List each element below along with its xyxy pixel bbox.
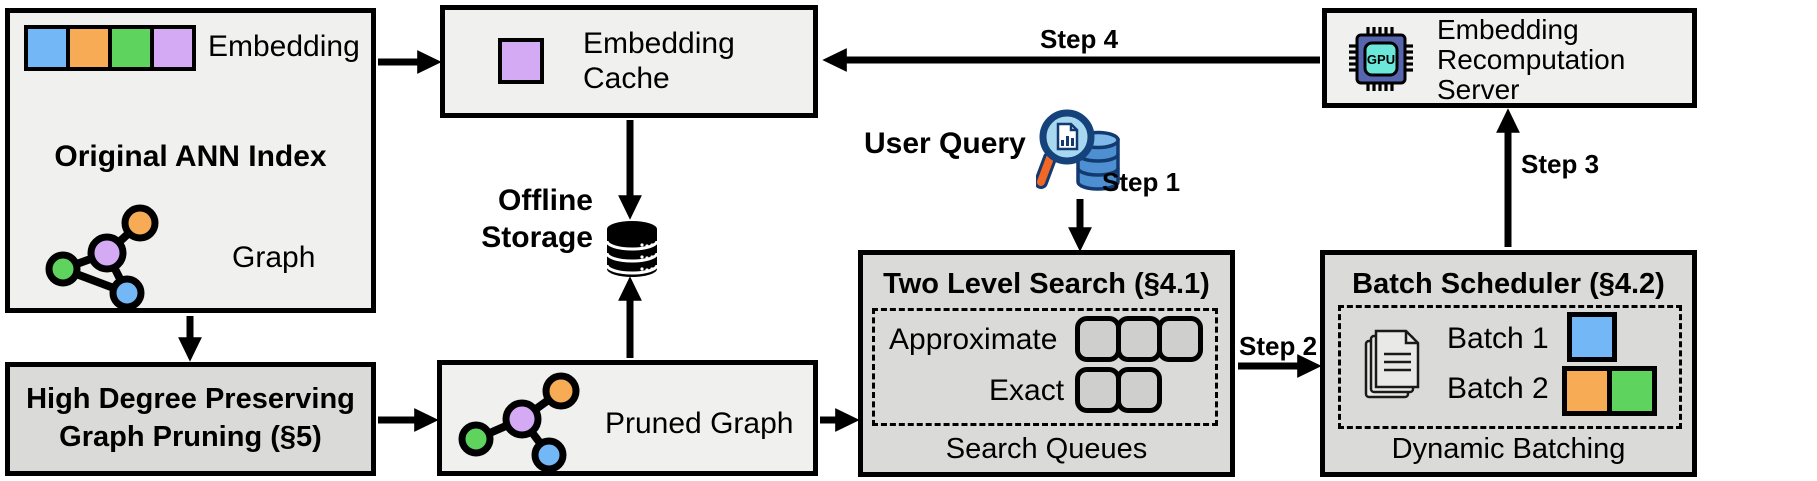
batch2-cell-green bbox=[1607, 366, 1657, 416]
original-ann-index-title: Original ANN Index bbox=[54, 140, 327, 173]
gpu-chip-icon: GPU bbox=[1349, 27, 1413, 91]
queue-cell bbox=[1157, 316, 1203, 362]
graph-label: Graph bbox=[232, 241, 316, 274]
graph-node-blue bbox=[109, 275, 145, 311]
step3-label: Step 3 bbox=[1521, 149, 1600, 179]
queue-cell bbox=[1075, 367, 1121, 413]
queue-cell bbox=[1116, 316, 1162, 362]
offline-storage-label: Offline Storage bbox=[438, 183, 593, 256]
embedding-vector-icon bbox=[24, 25, 196, 71]
batch-scheduler-title: Batch Scheduler (§4.2) bbox=[1352, 268, 1665, 300]
graph-pruning-line2: Graph Pruning (§5) bbox=[59, 421, 322, 453]
recomputation-server-box: GPU Embedding Recomputation Server bbox=[1322, 8, 1697, 108]
offline-storage-line1: Offline bbox=[498, 184, 593, 217]
graph-pruning-title: High Degree Preserving Graph Pruning (§5… bbox=[10, 381, 371, 456]
recomputation-server-title: Embedding Recomputation Server bbox=[1437, 14, 1626, 106]
user-query-icon bbox=[1036, 109, 1120, 191]
batch2-squares bbox=[1562, 366, 1657, 416]
original-ann-index-box: Embedding Original ANN Index Graph bbox=[5, 8, 376, 313]
batch1-squares bbox=[1567, 312, 1617, 362]
graph-node-green bbox=[458, 421, 494, 457]
original-graph-icon bbox=[45, 204, 159, 311]
graph-pruning-box: High Degree Preserving Graph Pruning (§5… bbox=[5, 362, 376, 476]
exact-queue-cells bbox=[1075, 367, 1162, 413]
pruned-graph-label: Pruned Graph bbox=[605, 407, 794, 440]
graph-node-blue bbox=[531, 437, 567, 473]
embedding-cell-blue bbox=[24, 25, 70, 71]
user-query-label: User Query bbox=[864, 127, 1026, 160]
embedding-cell-green bbox=[108, 25, 154, 71]
graph-node-purple bbox=[502, 399, 542, 439]
graph-pruning-line1: High Degree Preserving bbox=[26, 383, 355, 416]
step1-label: Step 1 bbox=[1102, 167, 1181, 197]
embedding-cache-title: Embedding Cache bbox=[583, 27, 735, 96]
approximate-queue-cells bbox=[1075, 316, 1203, 362]
embedding-cache-box: Embedding Cache bbox=[440, 5, 818, 118]
batch1-cell-blue bbox=[1567, 312, 1617, 362]
queue-cell bbox=[1075, 316, 1121, 362]
offline-storage-database-icon bbox=[606, 221, 658, 277]
embedding-label: Embedding bbox=[208, 30, 360, 63]
two-level-search-box: Two Level Search (§4.1) Approximate Exac… bbox=[858, 250, 1235, 477]
embedding-cell-orange bbox=[66, 25, 112, 71]
graph-node-orange bbox=[121, 204, 159, 242]
queue-cell bbox=[1116, 367, 1162, 413]
batch1-label: Batch 1 bbox=[1447, 322, 1549, 355]
documents-icon bbox=[1364, 329, 1420, 399]
approximate-queue-label: Approximate bbox=[889, 323, 1058, 356]
dynamic-batching-dashed-area bbox=[1338, 305, 1682, 429]
pruned-graph-icon bbox=[458, 372, 580, 473]
cached-embedding-icon bbox=[498, 38, 544, 84]
batch2-cell-orange bbox=[1562, 366, 1612, 416]
dynamic-batching-caption: Dynamic Batching bbox=[1391, 433, 1626, 465]
graph-node-purple bbox=[87, 233, 127, 273]
batch2-label: Batch 2 bbox=[1447, 372, 1549, 405]
step2-label: Step 2 bbox=[1239, 331, 1318, 361]
embedding-cell-purple bbox=[150, 25, 196, 71]
graph-node-green bbox=[45, 251, 81, 287]
exact-queue-label: Exact bbox=[989, 374, 1065, 407]
offline-storage-line2: Storage bbox=[481, 220, 593, 254]
gpu-chip-label: GPU bbox=[1367, 52, 1395, 67]
graph-node-orange bbox=[542, 372, 580, 410]
two-level-search-title: Two Level Search (§4.1) bbox=[883, 268, 1210, 300]
step4-label: Step 4 bbox=[1040, 24, 1119, 54]
magnifier-handle bbox=[1037, 154, 1054, 186]
batch-scheduler-box: Batch Scheduler (§4.2) Batch 1 Batch 2 D… bbox=[1320, 250, 1697, 477]
search-queues-caption: Search Queues bbox=[945, 433, 1148, 465]
pruned-graph-box: Pruned Graph bbox=[437, 360, 818, 476]
search-queues-dashed-area bbox=[872, 308, 1218, 426]
